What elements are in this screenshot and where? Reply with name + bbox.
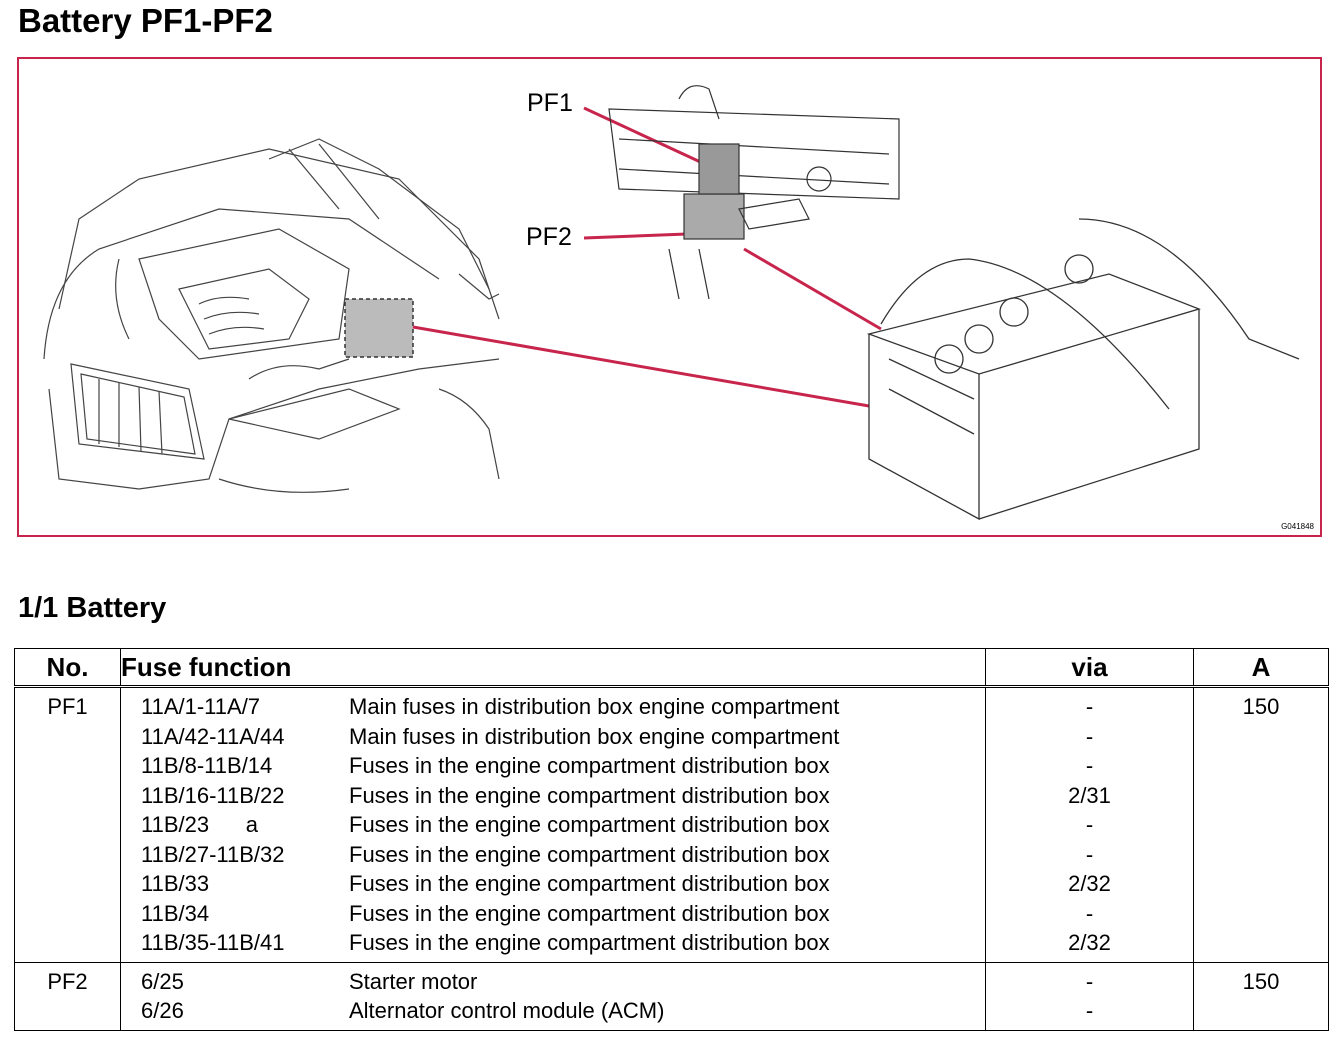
fuse-description: Fuses in the engine compartment distribu… (349, 782, 830, 808)
fuse-id: 11A/1-11A/7 (141, 694, 261, 719)
fuse-id: 11B/27-11B/32 (141, 841, 285, 867)
fuse-description: Fuses in the engine compartment distribu… (349, 900, 830, 926)
via-value: - (1085, 812, 1094, 837)
fuse-function-line: 11B/8-11B/14 Fuses in the engine compartm… (121, 751, 985, 781)
fuse-function-line: 11B/23 a Fuses in the engine compartment … (121, 810, 985, 840)
via-cell: - - - 2/31 - - 2/32 - 2/32 (985, 686, 1194, 962)
via-value: - (1085, 841, 1094, 867)
fuse-id: 11B/16-11B/22 (141, 782, 285, 808)
via-value: - (1085, 694, 1094, 719)
fuse-id: 11B/33 (141, 871, 210, 896)
fuse-id: 11B/35-11B/41 (141, 930, 285, 955)
callout-pf1: PF1 (527, 89, 573, 117)
fuse-function-line: 11A/1-11A/7 Main fuses in distribution bo… (121, 692, 985, 722)
via-value: 2/32 (1068, 871, 1111, 896)
fuse-id: 11B/23 a (141, 812, 259, 837)
fuse-function-line: 11B/33 Fuses in the engine compartment di… (121, 869, 985, 899)
fuse-function-line: 11B/35-11B/41 Fuses in the engine compart… (121, 928, 985, 958)
fuse-id: 6/26 (141, 998, 184, 1023)
fuse-description: Fuses in the engine compartment distribu… (349, 930, 830, 955)
fuse-description: Fuses in the engine compartment distribu… (349, 753, 830, 778)
via-value: - (1085, 753, 1094, 778)
fuse-id: 11A/42-11A/44 (141, 723, 285, 749)
column-header-no: No. (14, 648, 121, 688)
battery-illustration (43, 85, 1300, 521)
amp-cell: 150 (1193, 962, 1329, 1030)
callout-pf2: PF2 (526, 223, 572, 251)
car-engine-bay-drawing (43, 138, 500, 493)
fuse-no-cell: PF1 (14, 686, 121, 962)
amp-value: 150 (1242, 968, 1280, 994)
column-header-amp: A (1193, 648, 1329, 688)
fuse-description: Fuses in the engine compartment distribu… (349, 871, 830, 896)
via-value: - (1085, 968, 1094, 994)
fuse-description: Alternator control module (ACM) (349, 998, 665, 1023)
page-title: Battery PF1-PF2 (18, 2, 273, 39)
via-cell: - - (985, 962, 1194, 1030)
fuse-function-line: 11B/34 Fuses in the engine compartment di… (121, 899, 985, 929)
fuse-function-line: 11B/27-11B/32 Fuses in the engine compart… (121, 840, 985, 870)
column-header-via: via (985, 648, 1194, 688)
table-header-row: No. Fuse function via A (14, 648, 1329, 688)
fuse-block-drawing (608, 85, 900, 300)
battery-drawing (866, 218, 1300, 521)
fuse-function-line: 6/25 Starter motor (121, 967, 985, 997)
battery-location-marker (344, 298, 414, 358)
fuse-id: 11B/8-11B/14 (141, 753, 273, 778)
fuse-description: Fuses in the engine compartment distribu… (349, 812, 830, 837)
figure-code: G041848 (1281, 522, 1314, 531)
fuse-no: PF2 (47, 968, 88, 994)
via-value: 2/31 (1068, 782, 1111, 808)
battery-location-figure: PF1 PF2 G041848 (17, 57, 1322, 537)
column-header-fuse-function: Fuse function (120, 648, 986, 688)
fuse-id: 11B/34 (141, 900, 210, 926)
fuse-description: Main fuses in distribution box engine co… (349, 723, 840, 749)
fuse-no-cell: PF2 (14, 962, 121, 1030)
fuse-description: Starter motor (349, 968, 478, 994)
section-title: 1/1 Battery (18, 592, 167, 624)
fuse-description: Main fuses in distribution box engine co… (349, 694, 840, 719)
via-value: 2/32 (1068, 930, 1111, 955)
leader-lines (412, 106, 882, 408)
fuse-function-line: 11A/42-11A/44 Main fuses in distribution … (121, 722, 985, 752)
fuse-no: PF1 (47, 694, 88, 719)
via-value: - (1085, 998, 1094, 1023)
table-row: PF2 6/25 Starter motor 6/26 Alternator con… (14, 962, 1329, 1030)
fuse-description: Fuses in the engine compartment distribu… (349, 841, 830, 867)
amp-cell: 150 (1193, 686, 1329, 962)
amp-value: 150 (1242, 694, 1280, 719)
via-value: - (1085, 723, 1094, 749)
fuse-function-line: 11B/16-11B/22 Fuses in the engine compart… (121, 781, 985, 811)
via-value: - (1085, 900, 1094, 926)
fuse-id: 6/25 (141, 968, 184, 994)
fuse-function-line: 6/26 Alternator control module (ACM) (121, 996, 985, 1026)
fuse-function-cell: 6/25 Starter motor 6/26 Alternator control… (120, 962, 986, 1030)
